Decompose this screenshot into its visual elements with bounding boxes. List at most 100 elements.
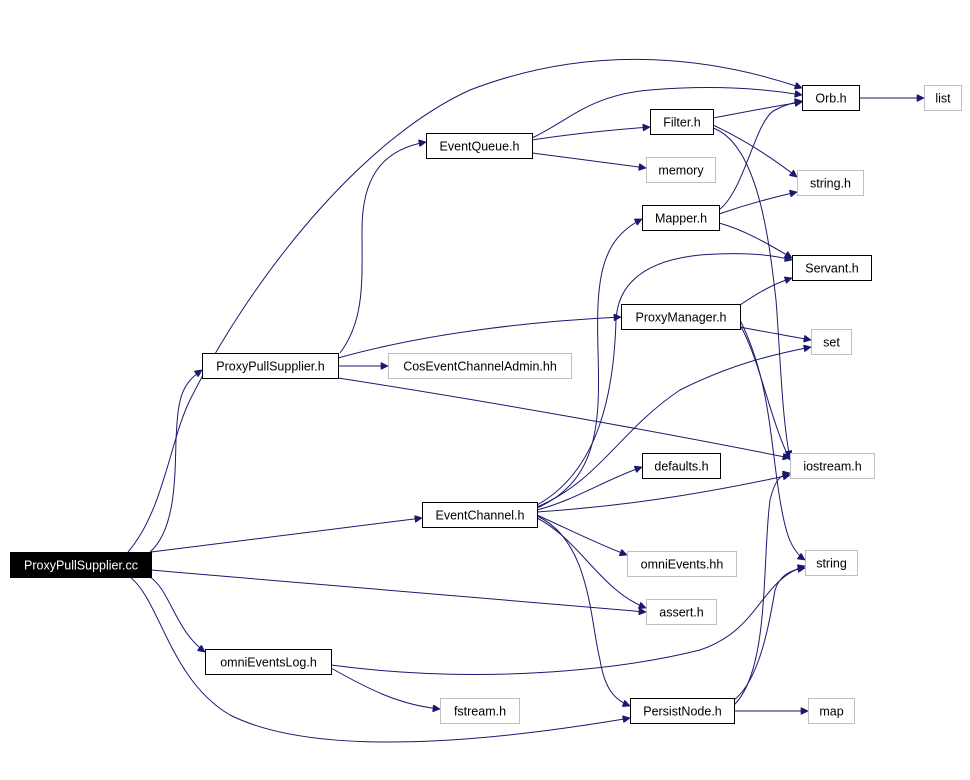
node-label: omniEvents.hh (641, 558, 724, 572)
node-box (802, 85, 860, 111)
node-box (426, 133, 533, 159)
node-Mapper_h[interactable]: Mapper.h (642, 205, 720, 231)
edge-Mapper_h-to-string_h (718, 192, 797, 215)
node-label: string.h (810, 177, 851, 191)
node-box (10, 552, 152, 578)
edge-ProxyPullSupplier_cc-to-Orb_h (127, 58, 802, 553)
edge-EventChannel_h-to-Servant_h (536, 253, 792, 506)
edge-Filter_h-to-Orb_h (712, 102, 802, 119)
node-EventChannel_h[interactable]: EventChannel.h (422, 502, 538, 528)
edge-ProxyPullSupplier_cc-to-PersistNode_h (129, 576, 630, 743)
node-ProxyPullSupplier_h[interactable]: ProxyPullSupplier.h (202, 353, 339, 379)
node-omniEventsLog_h[interactable]: omniEventsLog.h (205, 649, 332, 675)
node-label: Filter.h (663, 116, 701, 130)
edge-ProxyPullSupplier_cc-to-EventChannel_h (150, 518, 422, 553)
node-box (642, 205, 720, 231)
edge-EventQueue_h-to-Orb_h (531, 87, 802, 139)
node-omniEvents_hh[interactable]: omniEvents.hh (627, 551, 737, 577)
edge-Mapper_h-to-Servant_h (718, 222, 792, 259)
file-nodes: ProxyPullSupplier.ccProxyPullSupplier.hE… (10, 85, 962, 724)
node-label: Mapper.h (655, 212, 707, 226)
node-ProxyPullSupplier_cc[interactable]: ProxyPullSupplier.cc (10, 552, 152, 578)
node-label: ProxyPullSupplier.cc (24, 559, 138, 573)
node-label: Servant.h (805, 262, 859, 276)
node-label: assert.h (659, 606, 704, 620)
node-box (388, 353, 572, 379)
node-PersistNode_h[interactable]: PersistNode.h (630, 698, 735, 724)
edge-Filter_h-to-string_h (712, 124, 797, 177)
node-EventQueue_h[interactable]: EventQueue.h (426, 133, 533, 159)
edge-EventChannel_h-to-defaults_h (536, 467, 642, 511)
node-label: defaults.h (654, 460, 708, 474)
node-box (630, 698, 735, 724)
node-box (440, 698, 520, 724)
node-string[interactable]: string (805, 550, 858, 576)
node-label: memory (658, 164, 704, 178)
node-label: EventQueue.h (440, 140, 520, 154)
node-label: omniEventsLog.h (220, 656, 317, 670)
node-label: PersistNode.h (643, 705, 722, 719)
edge-omniEventsLog_h-to-string (330, 566, 805, 675)
node-label: map (819, 705, 843, 719)
node-box (627, 551, 737, 577)
edge-omniEventsLog_h-to-fstream_h (330, 667, 440, 709)
node-map[interactable]: map (808, 698, 855, 724)
edge-ProxyPullSupplier_cc-to-omniEventsLog_h (149, 576, 205, 652)
node-assert_h[interactable]: assert.h (646, 599, 717, 625)
edge-PersistNode_h-to-iostream_h (733, 473, 790, 706)
node-box (811, 329, 852, 355)
node-box (422, 502, 538, 528)
edge-EventChannel_h-to-iostream_h (536, 475, 790, 513)
node-box (205, 649, 332, 675)
edge-ProxyManager_h-to-set (739, 326, 811, 340)
node-label: ProxyPullSupplier.h (216, 360, 324, 374)
edge-ProxyPullSupplier_h-to-ProxyManager_h (337, 317, 621, 359)
edge-EventQueue_h-to-memory (531, 152, 646, 168)
node-string_h[interactable]: string.h (797, 170, 864, 196)
node-label: ProxyManager.h (635, 311, 726, 325)
node-label: string (816, 557, 847, 571)
node-box (621, 304, 741, 330)
node-defaults_h[interactable]: defaults.h (642, 453, 721, 479)
edge-ProxyManager_h-to-Servant_h (739, 278, 792, 306)
node-fstream_h[interactable]: fstream.h (440, 698, 520, 724)
node-label: list (935, 92, 951, 106)
node-box (790, 453, 875, 479)
edge-ProxyPullSupplier_h-to-iostream_h (337, 377, 790, 458)
node-box (805, 550, 858, 576)
node-box (808, 698, 855, 724)
node-box (646, 599, 717, 625)
node-box (797, 170, 864, 196)
node-Orb_h[interactable]: Orb.h (802, 85, 860, 111)
node-Servant_h[interactable]: Servant.h (792, 255, 872, 281)
node-box (642, 453, 721, 479)
edge-EventChannel_h-to-PersistNode_h (536, 515, 630, 706)
node-ProxyManager_h[interactable]: ProxyManager.h (621, 304, 741, 330)
node-memory[interactable]: memory (646, 157, 716, 183)
node-iostream_h[interactable]: iostream.h (790, 453, 875, 479)
edge-EventChannel_h-to-assert_h (536, 517, 646, 608)
node-Filter_h[interactable]: Filter.h (650, 109, 714, 135)
node-label: EventChannel.h (436, 509, 525, 523)
edge-ProxyManager_h-to-iostream_h (739, 324, 791, 460)
node-set[interactable]: set (811, 329, 852, 355)
node-label: iostream.h (803, 460, 861, 474)
edge-PersistNode_h-to-string (733, 568, 805, 701)
edge-ProxyPullSupplier_cc-to-assert_h (150, 569, 646, 612)
node-box (646, 157, 716, 183)
node-label: Orb.h (815, 92, 846, 106)
node-CosEventChannelAdmin_hh[interactable]: CosEventChannelAdmin.hh (388, 353, 572, 379)
edge-EventChannel_h-to-set (536, 347, 811, 508)
edge-ProxyPullSupplier_cc-to-ProxyPullSupplier_h (149, 370, 202, 553)
dependency-edges (127, 58, 924, 743)
node-box (202, 353, 339, 379)
edge-Mapper_h-to-Orb_h (718, 101, 802, 211)
node-label: CosEventChannelAdmin.hh (403, 360, 557, 374)
node-list[interactable]: list (924, 85, 962, 111)
node-box (650, 109, 714, 135)
node-label: fstream.h (454, 705, 506, 719)
node-box (792, 255, 872, 281)
edge-ProxyPullSupplier_h-to-EventQueue_h (339, 142, 426, 354)
edge-Filter_h-to-iostream_h (712, 127, 790, 458)
